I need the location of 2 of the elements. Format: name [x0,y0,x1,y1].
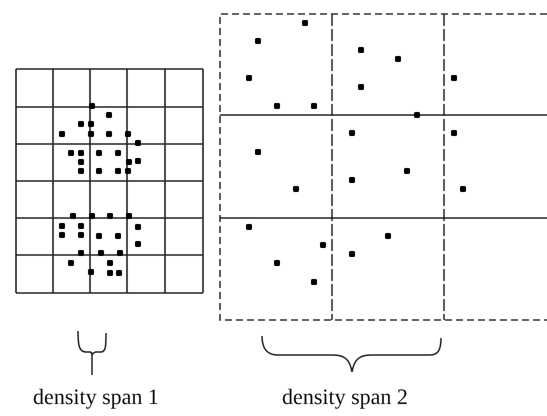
span-label: density span 1 [33,386,159,408]
span-label: density span 2 [282,386,408,408]
